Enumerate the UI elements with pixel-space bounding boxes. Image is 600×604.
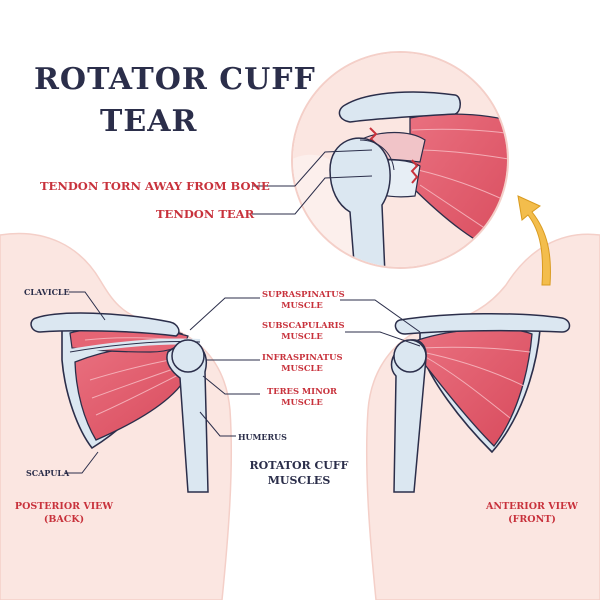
anterior-clavicle-bone xyxy=(394,312,571,335)
supraspinatus-label: SUPRASPINATUS MUSCLE xyxy=(262,289,345,311)
humeral-head xyxy=(171,339,205,373)
subscapularis-label-line2: MUSCLE xyxy=(281,331,323,341)
humerus-label: HUMERUS xyxy=(238,432,287,442)
anterior-shoulder xyxy=(390,312,571,493)
subtitle-line2: MUSCLES xyxy=(267,474,331,487)
subtitle-line1: ROTATOR CUFF xyxy=(249,459,349,472)
posterior-view-line1: POSTERIOR VIEW xyxy=(14,501,114,512)
supraspinatus-label-line2: MUSCLE xyxy=(281,300,323,310)
supraspinatus-label-line1: SUPRASPINATUS xyxy=(262,289,345,299)
infraspinatus-label: INFRASPINATUS MUSCLE xyxy=(262,352,343,374)
tendon-tear-label: TENDON TEAR xyxy=(156,207,255,221)
infraspinatus-label-line1: INFRASPINATUS xyxy=(262,352,343,362)
posterior-view-label: POSTERIOR VIEW (BACK) xyxy=(6,500,122,526)
inset-humerus xyxy=(329,137,391,267)
anterior-view-line2: (FRONT) xyxy=(508,514,556,525)
zoom-arrow xyxy=(517,195,551,286)
teres-minor-label-line1: TERES MINOR xyxy=(266,386,338,396)
subscapularis-label: SUBSCAPULARIS MUSCLE xyxy=(262,320,345,342)
anterior-view-line1: ANTERIOR VIEW xyxy=(486,501,578,512)
teres-minor-label-line2: MUSCLE xyxy=(281,397,323,407)
scapula-label: SCAPULA xyxy=(26,468,70,478)
subscapularis-label-line1: SUBSCAPULARIS xyxy=(262,320,345,330)
inset-acromion xyxy=(338,91,461,123)
rotator-cuff-muscles-subtitle: ROTATOR CUFF MUSCLES xyxy=(244,458,354,488)
page-title-line-2: TEAR xyxy=(100,104,198,139)
clavicle-label: CLAVICLE xyxy=(24,287,70,297)
page-title-line-1: ROTATOR CUFF xyxy=(34,62,316,97)
anterior-view-label: ANTERIOR VIEW (FRONT) xyxy=(474,500,590,526)
clavicle-bone xyxy=(30,312,180,337)
posterior-view-line2: (BACK) xyxy=(43,514,85,525)
tendon-torn-label: TENDON TORN AWAY FROM BONE xyxy=(40,179,270,193)
infraspinatus-label-line2: MUSCLE xyxy=(281,363,323,373)
leader-lines xyxy=(65,149,421,474)
posterior-shoulder xyxy=(30,312,209,493)
teres-minor-label: TERES MINOR MUSCLE xyxy=(262,386,342,408)
tear-inset xyxy=(291,51,509,269)
